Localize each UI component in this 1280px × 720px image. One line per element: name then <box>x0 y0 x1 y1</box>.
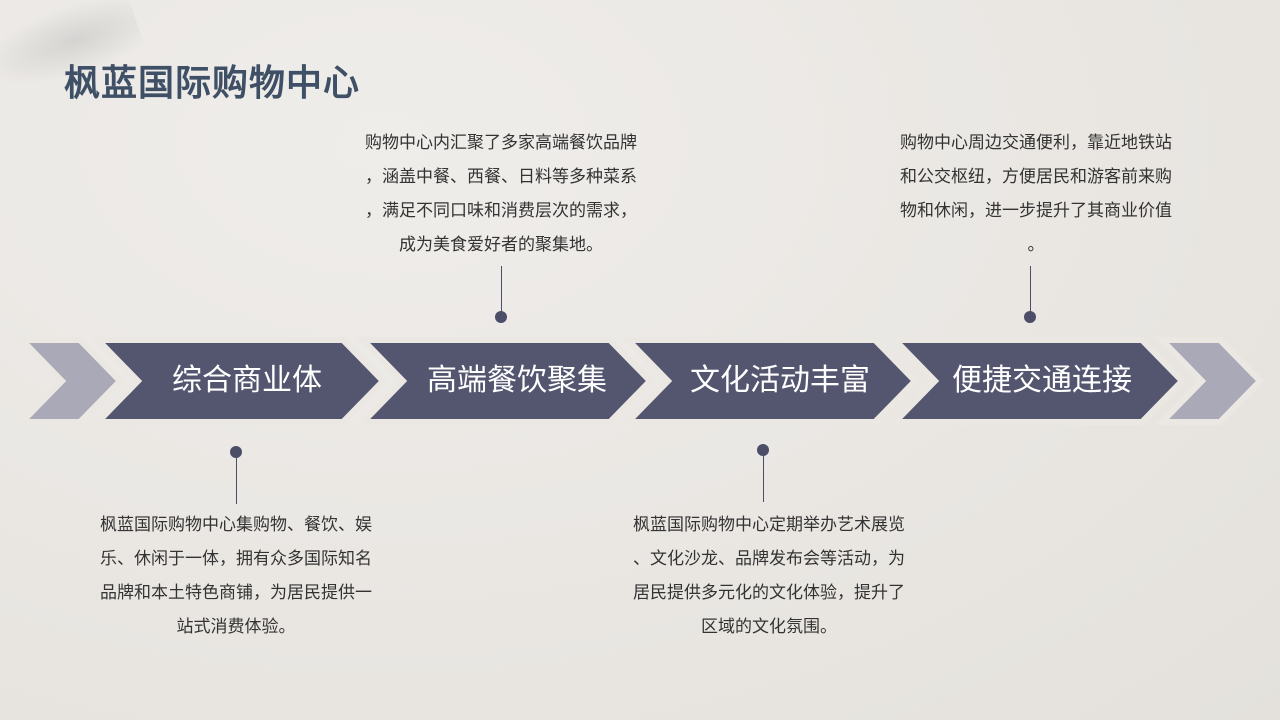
connector-line <box>1030 266 1031 314</box>
connector-dot <box>230 446 242 458</box>
step-4-description: 购物中心周边交通便利，靠近地铁站 和公交枢纽，方便居民和游客前来购 物和休闲，进… <box>900 133 1172 255</box>
connector-dot <box>1024 311 1036 323</box>
step-2-label: 高端餐饮聚集 <box>427 363 607 398</box>
step-3-label: 文化活动丰富 <box>690 363 870 398</box>
page-title: 枫蓝国际购物中心 <box>64 63 361 104</box>
chevron-step-3 <box>620 337 920 425</box>
step-1-label: 综合商业体 <box>172 363 322 398</box>
step-1-description: 枫蓝国际购物中心集购物、餐饮、娱 乐、休闲于一体，拥有众多国际知名 品牌和本土特… <box>100 515 372 637</box>
step-3-description: 枫蓝国际购物中心定期举办艺术展览 、文化沙龙、品牌发布会等活动，为 居民提供多元… <box>633 515 905 637</box>
connector-dot <box>757 444 769 456</box>
step-4-label: 便捷交通连接 <box>952 363 1132 398</box>
chevron-step-4 <box>887 337 1187 425</box>
step-2-description: 购物中心内汇聚了多家高端餐饮品牌 ，涵盖中餐、西餐、日料等多种菜系 ，满足不同口… <box>365 133 637 255</box>
connector-line <box>236 456 237 504</box>
chevron-end <box>1154 337 1265 425</box>
chevron-step-1 <box>90 337 388 425</box>
connector-line <box>763 454 764 502</box>
chevron-start <box>14 337 125 425</box>
connector-line <box>501 266 502 314</box>
connector-dot <box>495 311 507 323</box>
chevron-step-2 <box>355 337 655 425</box>
